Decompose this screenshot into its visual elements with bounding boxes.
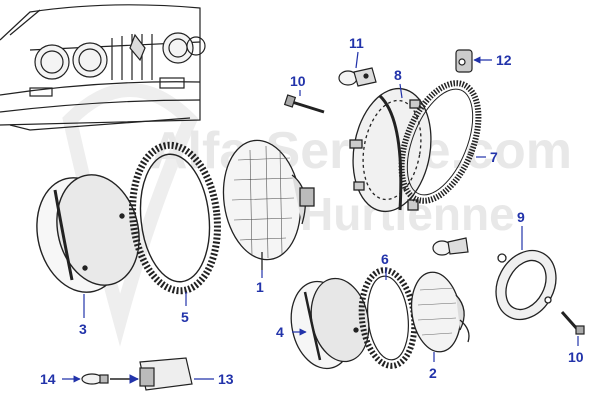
screw-part-10-bottom (560, 311, 585, 335)
callout-14: 14 (40, 371, 56, 387)
gasket-part-7 (398, 80, 482, 204)
callout-10-bottom: 10 (568, 349, 584, 365)
callout-4: 4 (276, 324, 284, 340)
leader-11 (355, 51, 359, 69)
callout-10-top: 10 (290, 73, 306, 89)
lamp-unit-part-2 (410, 271, 470, 353)
block-part-12 (455, 49, 473, 73)
callout-7: 7 (490, 149, 498, 165)
callout-2: 2 (429, 365, 437, 381)
car-front-illustration (0, 4, 206, 131)
callout-12: 12 (496, 52, 512, 68)
callout-labels: 1 2 3 4 5 6 7 8 9 10 10 11 12 13 14 (40, 35, 584, 387)
callout-1: 1 (256, 279, 264, 295)
callout-5: 5 (181, 309, 189, 325)
callout-3: 3 (79, 321, 87, 337)
screw-part-10-top (283, 94, 325, 114)
rim-ring-part-5 (129, 141, 221, 295)
bulb-part-14 (81, 373, 109, 385)
callout-13: 13 (218, 371, 234, 387)
callout-6: 6 (381, 251, 389, 267)
headlamp-part-1 (222, 139, 315, 270)
trim-ring-part-4 (290, 277, 370, 370)
callout-8: 8 (394, 67, 402, 83)
leader-8 (399, 83, 403, 99)
leader-lines (62, 51, 579, 383)
bracket-part-9 (495, 249, 557, 321)
trim-ring-part-3 (36, 174, 140, 293)
callout-11: 11 (349, 35, 364, 51)
clip-part-11 (338, 67, 377, 87)
clip-part-9-side (432, 237, 469, 256)
callout-9: 9 (517, 209, 525, 225)
socket-part-13 (110, 357, 193, 391)
